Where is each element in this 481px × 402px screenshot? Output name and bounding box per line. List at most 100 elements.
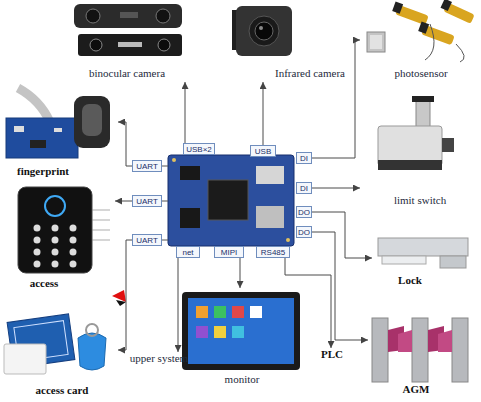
- board-illustration: [168, 155, 294, 246]
- infrared-camera-illustration: [249, 16, 279, 46]
- connector-arrow: [115, 201, 132, 202]
- port-label: MIPI: [221, 248, 237, 257]
- interface-port-box: net: [176, 246, 200, 258]
- fingerprint-illustration: [82, 104, 102, 136]
- monitor-illustration: [188, 298, 294, 364]
- board-illustration: [180, 208, 200, 228]
- binocular-camera-illustration: [120, 12, 138, 18]
- board-illustration: [162, 240, 168, 241]
- connector-arrow: [263, 82, 264, 145]
- limit-switch-illustration: [378, 160, 442, 170]
- device-caption: limit switch: [394, 194, 446, 207]
- interface-port-box: RS485: [256, 246, 290, 258]
- fingerprint-illustration: [30, 140, 46, 148]
- interface-port-box: USB: [250, 145, 276, 157]
- binocular-camera-illustration: [90, 39, 102, 51]
- device-box: monitor: [178, 288, 302, 390]
- device-box: photosensor: [360, 0, 480, 82]
- access-keypad-illustration: [52, 237, 59, 244]
- access-card-illustration: [78, 333, 106, 370]
- binocular-camera-illustration: [156, 9, 170, 23]
- fingerprint-illustration: [74, 96, 110, 148]
- interface-port-box: DI: [296, 182, 312, 194]
- fingerprint-illustration: [54, 128, 62, 132]
- monitor-illustration: [250, 306, 262, 318]
- access-keypad-illustration: [52, 261, 59, 268]
- access-keypad-illustration: [34, 249, 41, 256]
- connector-arrow: [312, 232, 368, 340]
- port-label: UART: [136, 162, 158, 171]
- device-box: PLC: [318, 348, 346, 364]
- port-label: RS485: [261, 248, 285, 257]
- interface-port-box: UART: [132, 234, 162, 246]
- device-box: binocular camera: [65, 0, 205, 82]
- binocular-camera-illustration: [118, 42, 142, 47]
- connector-arrow: [285, 258, 331, 348]
- lock-illustration: [378, 238, 468, 268]
- access-keypad-illustration: [45, 196, 65, 216]
- agm-gate-illustration: [412, 318, 428, 382]
- interface-port-box: DO: [296, 226, 312, 238]
- limit-switch-illustration: [378, 96, 454, 170]
- access-keypad-illustration: [70, 249, 77, 256]
- access-keypad-illustration: [34, 237, 41, 244]
- device-box: access card: [2, 298, 118, 400]
- port-label: USB: [255, 147, 271, 156]
- agm-gate-illustration: [452, 318, 468, 382]
- port-label: UART: [136, 236, 158, 245]
- device-caption: access: [30, 277, 59, 290]
- port-label: DO: [298, 208, 310, 217]
- board-illustration: [256, 166, 284, 184]
- lock-illustration: [440, 256, 466, 268]
- monitor-illustration: [214, 326, 226, 338]
- agm-gate-illustration: [372, 318, 388, 382]
- access-keypad-illustration: [52, 249, 59, 256]
- lock-illustration: [382, 256, 426, 264]
- access-keypad-illustration: [70, 237, 77, 244]
- device-caption: access card: [36, 384, 89, 397]
- photosensor-illustration: [370, 35, 382, 49]
- photosensor-illustration: [392, 2, 403, 14]
- access-keypad-illustration: [18, 187, 110, 273]
- access-card-illustration: [86, 324, 98, 336]
- access-keypad-illustration: [70, 225, 77, 232]
- binocular-camera-illustration: [74, 4, 182, 56]
- device-caption: AGM: [403, 383, 430, 396]
- board-illustration: [256, 206, 284, 228]
- limit-switch-illustration: [412, 96, 434, 102]
- photosensor-illustration: [367, 32, 385, 52]
- monitor-illustration: [232, 306, 244, 318]
- interface-port-box: UART: [132, 160, 162, 172]
- photosensor-illustration: [418, 22, 429, 34]
- device-caption: photosensor: [394, 67, 447, 80]
- fingerprint-illustration: [6, 88, 110, 158]
- port-label: DI: [300, 154, 308, 163]
- device-caption: monitor: [225, 373, 260, 386]
- limit-switch-illustration: [442, 138, 454, 152]
- monitor-illustration: [196, 326, 208, 338]
- agm-gate-illustration: [438, 330, 452, 352]
- access-card-illustration: [4, 314, 106, 374]
- infrared-camera-illustration: [236, 6, 292, 56]
- fingerprint-illustration: [18, 88, 50, 122]
- monitor-illustration: [232, 326, 244, 338]
- connector-arrow: [312, 212, 372, 258]
- access-card-illustration: [4, 344, 46, 374]
- interface-port-box: UART: [132, 195, 162, 207]
- binocular-camera-illustration: [78, 34, 182, 56]
- board-illustration: [162, 155, 294, 246]
- connector-arrow: [178, 258, 179, 352]
- photosensor-illustration: [367, 0, 475, 62]
- board-illustration: [286, 238, 290, 242]
- photosensor-illustration: [456, 44, 464, 62]
- monitor-illustration: [182, 292, 300, 370]
- access-keypad-illustration: [92, 220, 110, 221]
- fingerprint-illustration: [6, 118, 78, 158]
- monitor-illustration: [182, 292, 300, 370]
- connector-arrow: [118, 122, 132, 166]
- binocular-camera-illustration: [158, 39, 170, 51]
- logo-mark-illustration: [116, 300, 126, 306]
- device-box: Infrared camera: [225, 0, 355, 82]
